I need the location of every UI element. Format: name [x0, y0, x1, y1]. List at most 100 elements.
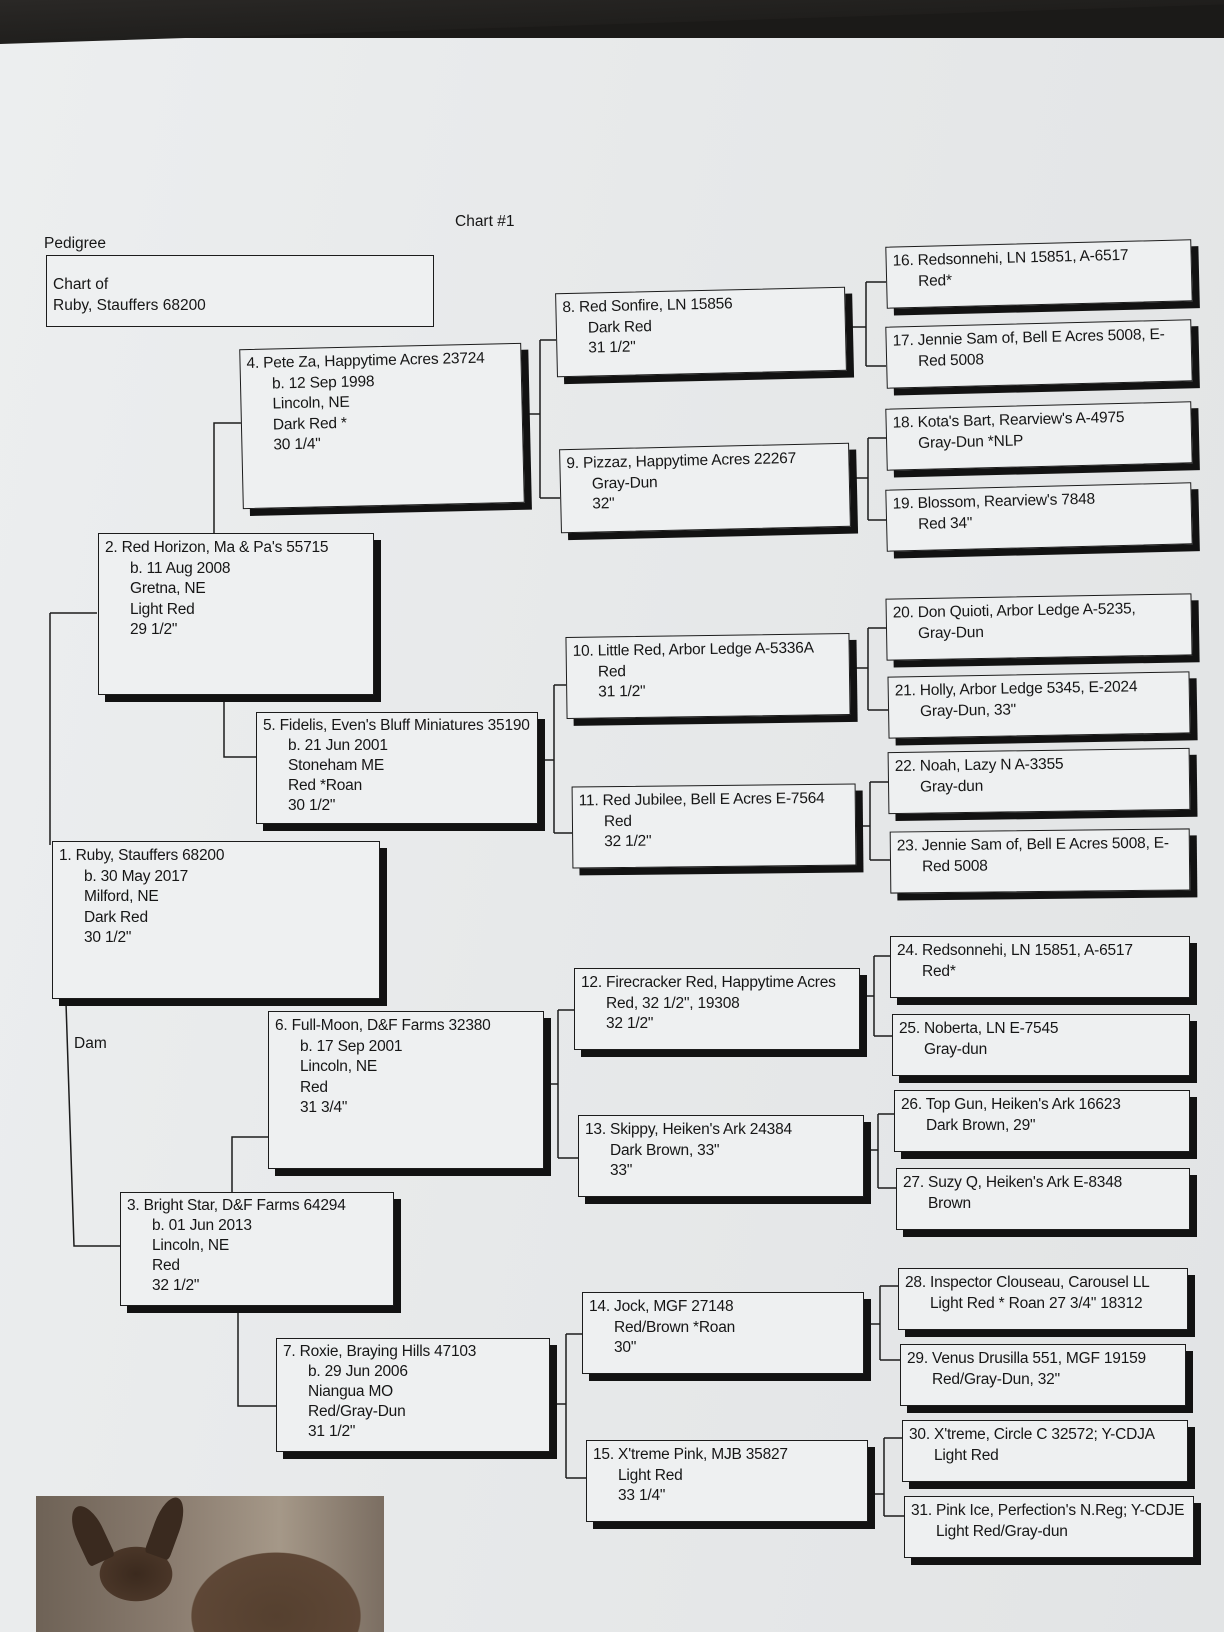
pedigree-entry-22: 22. Noah, Lazy N A-3355 Gray-dun: [887, 747, 1191, 815]
entry-color: Dark Brown, 29": [926, 1116, 1036, 1134]
pedigree-entry-12: 12. Firecracker Red, Happytime Acres Red…: [574, 968, 860, 1050]
entry-name: 3. Bright Star, D&F Farms 64294: [127, 1197, 346, 1214]
entry-name: 29. Venus Drusilla 551, MGF 19159: [907, 1350, 1146, 1367]
pedigree-entry-4: 4. Pete Za, Happytime Acres 23724 b. 12 …: [239, 342, 525, 510]
pedigree-entry-6: 6. Full-Moon, D&F Farms 32380 b. 17 Sep …: [268, 1011, 544, 1169]
entry-name: 30. X'treme, Circle C 32572; Y-CDJA: [909, 1426, 1155, 1443]
pedigree-entry-17: 17. Jennie Sam of, Bell E Acres 5008, E-…: [885, 319, 1193, 389]
pedigree-entry-25: 25. Noberta, LN E-7545 Gray-dun: [892, 1014, 1190, 1076]
entry-color: Red/Brown *Roan: [614, 1318, 736, 1336]
entry-height: 32 1/2": [604, 832, 652, 851]
dam-label: Dam: [74, 1035, 107, 1052]
entry-name: 24. Redsonnehi, LN 15851, A-6517: [897, 942, 1133, 959]
entry-name: 1. Ruby, Stauffers 68200: [59, 847, 225, 864]
donkey-photo: [36, 1493, 384, 1632]
pedigree-entry-23: 23. Jennie Sam of, Bell E Acres 5008, E-…: [889, 828, 1191, 894]
pedigree-entry-21: 21. Holly, Arbor Ledge 5345, E-2024 Gray…: [887, 671, 1191, 739]
entry-height: 33 1/4": [618, 1487, 666, 1504]
connector-2b: [223, 700, 256, 758]
entry-name: 28. Inspector Clouseau, Carousel LL: [905, 1274, 1150, 1291]
chart-of-name: Ruby, Stauffers 68200: [53, 297, 206, 314]
entry-name: 7. Roxie, Braying Hills 47103: [283, 1343, 477, 1360]
entry-color: Light Red/Gray-dun: [936, 1522, 1068, 1540]
entry-height: 33": [610, 1162, 633, 1179]
entry-name: 14. Jock, MGF 27148: [589, 1298, 734, 1315]
chart-of-box: Chart of Ruby, Stauffers 68200: [46, 255, 434, 327]
pedigree-entry-11: 11. Red Jubilee, Bell E Acres E-7564 Red…: [571, 783, 857, 869]
entry-name: 25. Noberta, LN E-7545: [899, 1020, 1059, 1037]
pedigree-label: Pedigree: [44, 235, 107, 252]
entry-color: Gray-Dun: [917, 623, 984, 642]
entry-name: 12. Firecracker Red, Happytime Acres: [581, 974, 836, 991]
pedigree-entry-31: 31. Pink Ice, Perfection's N.Reg; Y-CDJE…: [904, 1496, 1194, 1558]
pedigree-entry-7: 7. Roxie, Braying Hills 47103 b. 29 Jun …: [276, 1338, 550, 1452]
entry-birth: b. 17 Sep 2001: [300, 1037, 403, 1055]
entry-height: 29 1/2": [130, 621, 178, 638]
entry-height: 30 1/2": [288, 797, 336, 814]
pedigree-entry-16: 16. Redsonnehi, LN 15851, A-6517 Red*: [885, 239, 1193, 309]
pedigree-entry-19: 19. Blossom, Rearview's 7848 Red 34": [885, 482, 1193, 552]
entry-location: Stoneham ME: [288, 757, 385, 774]
chart-title: Chart #1: [455, 213, 515, 230]
pedigree-entry-1: 1. Ruby, Stauffers 68200 b. 30 May 2017 …: [52, 841, 380, 999]
entry-location: Niangua MO: [308, 1383, 394, 1400]
entry-height: 31 3/4": [300, 1099, 348, 1116]
entry-name: 26. Top Gun, Heiken's Ark 16623: [901, 1096, 1121, 1113]
entry-color: Dark Brown, 33": [610, 1141, 720, 1159]
entry-color: Light Red: [618, 1466, 683, 1484]
entry-name: 5. Fidelis, Even's Bluff Miniatures 3519…: [263, 717, 530, 734]
entry-birth: b. 29 Jun 2006: [308, 1363, 408, 1380]
connector-2a: [213, 422, 241, 533]
entry-birth: b. 11 Aug 2008: [130, 559, 231, 577]
entry-height: 30 1/2": [84, 929, 132, 946]
entry-height: 32 1/2": [152, 1277, 200, 1294]
entry-color: Brown: [928, 1194, 971, 1212]
entry-color: Red: [603, 812, 632, 830]
entry-name: 10. Little Red, Arbor Ledge A-5336A: [572, 639, 814, 660]
entry-color: Red*: [922, 962, 956, 980]
entry-color: Gray-Dun, 33": [919, 700, 1017, 720]
entry-name: 11. Red Jubilee, Bell E Acres E-7564: [578, 789, 825, 810]
entry-color: Light Red: [130, 600, 195, 618]
donkey-ear: [64, 1500, 116, 1568]
entry-color: Red, 32 1/2", 19308: [606, 994, 740, 1012]
entry-height: 32 1/2": [606, 1015, 654, 1032]
entry-location: Lincoln, NE: [300, 1058, 378, 1075]
connector-3a: [231, 1136, 268, 1192]
pedigree-entry-15: 15. X'treme Pink, MJB 35827 Light Red 33…: [586, 1440, 868, 1522]
entry-color: Red: [152, 1257, 180, 1274]
pedigree-entry-10: 10. Little Red, Arbor Ledge A-5336A Red …: [565, 633, 851, 719]
pedigree-entry-20: 20. Don Quioti, Arbor Ledge A-5235, Gray…: [885, 593, 1193, 661]
entry-height: 31 1/2": [308, 1423, 356, 1440]
entry-name: 6. Full-Moon, D&F Farms 32380: [275, 1017, 491, 1034]
pedigree-entry-9: 9. Pizzaz, Happytime Acres 22267 Gray-Du…: [559, 442, 851, 534]
donkey-ear: [144, 1493, 190, 1561]
entry-color: Red: [300, 1078, 328, 1096]
entry-location: Gretna, NE: [130, 580, 206, 597]
entry-name: 15. X'treme Pink, MJB 35827: [593, 1446, 788, 1463]
entry-birth: b. 21 Jun 2001: [288, 737, 388, 754]
entry-birth: b. 30 May 2017: [84, 867, 189, 885]
pedigree-entry-14: 14. Jock, MGF 27148 Red/Brown *Roan 30": [582, 1292, 864, 1374]
entry-name: 13. Skippy, Heiken's Ark 24384: [585, 1121, 792, 1138]
entry-location: Milford, NE: [84, 888, 159, 905]
entry-color: Red/Gray-Dun: [308, 1403, 406, 1420]
entry-color: Red *Roan: [288, 777, 363, 794]
connector-1b: [65, 1002, 120, 1247]
entry-color: Red 5008: [921, 857, 988, 875]
entry-name: 31. Pink Ice, Perfection's N.Reg; Y-CDJE: [911, 1502, 1185, 1519]
entry-color: Gray-dun: [919, 777, 984, 796]
entry-color: Red/Gray-Dun, 32": [932, 1370, 1060, 1388]
entry-color: Light Red * Roan 27 3/4" 18312: [930, 1294, 1143, 1312]
pedigree-entry-2: 2. Red Horizon, Ma & Pa's 55715 b. 11 Au…: [98, 533, 374, 695]
entry-color: Dark Red: [84, 908, 148, 926]
entry-name: 27. Suzy Q, Heiken's Ark E-8348: [903, 1174, 1123, 1191]
entry-name: 2. Red Horizon, Ma & Pa's 55715: [105, 539, 329, 556]
entry-height: 31 1/2": [598, 682, 646, 701]
pedigree-entry-28: 28. Inspector Clouseau, Carousel LL Ligh…: [898, 1268, 1188, 1330]
entry-name: 23. Jennie Sam of, Bell E Acres 5008, E-: [896, 834, 1169, 855]
connector-3b: [237, 1312, 276, 1407]
entry-location: Lincoln, NE: [152, 1237, 230, 1254]
pedigree-entry-3: 3. Bright Star, D&F Farms 64294 b. 01 Ju…: [120, 1192, 394, 1306]
